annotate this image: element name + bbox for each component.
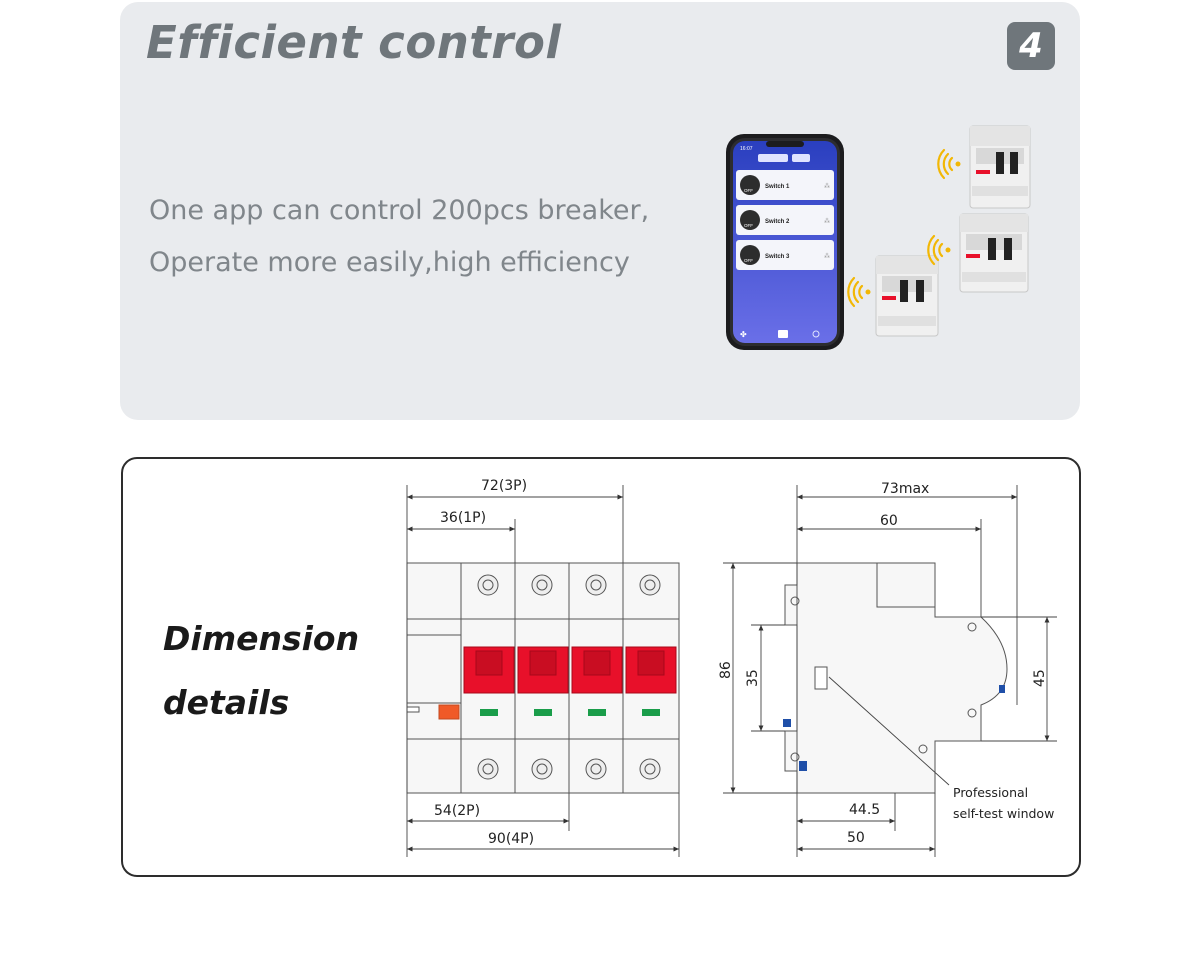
svg-text:⁂: ⁂ (824, 218, 830, 225)
dimension-details-panel: Dimension details (121, 457, 1081, 877)
step-number-badge: 4 (1007, 22, 1055, 70)
dim-label-86: 86 (718, 661, 734, 679)
wifi-signal-icon (937, 148, 961, 180)
svg-text:✤: ✤ (740, 330, 747, 339)
description-line-2: Operate more easily,high efficiency (149, 247, 630, 278)
front-view-breaker (406, 562, 680, 794)
side-view-dimension-lines (723, 485, 1057, 857)
front-view-dimension-lines (406, 485, 680, 857)
phone-switch-row-1[interactable]: OFF Switch 1 ⁂ (736, 170, 834, 200)
description-line-1: One app can control 200pcs breaker, (149, 195, 650, 226)
dim-label-60: 60 (880, 513, 898, 529)
dim-label-90-4p: 90(4P) (488, 831, 534, 847)
smartphone-image: 16:07 OFF Switch 1 ⁂ OFF Switch 2 ⁂ OFF (726, 134, 844, 350)
dim-label-73max: 73max (881, 481, 929, 497)
self-test-window-label-1: Professional (953, 785, 1028, 800)
section-title: Efficient control (146, 16, 562, 69)
efficient-control-panel: Efficient control 4 One app can control … (120, 2, 1080, 420)
dimension-title-line-2: details (163, 683, 290, 722)
smart-breaker-top (969, 125, 1031, 209)
dim-label-45: 45 (1032, 669, 1048, 687)
dimension-drawing: 72(3P) 36(1P) 54(2P) 90(4P) (406, 478, 1057, 857)
breaker-handles (463, 646, 677, 694)
dim-label-72-3p: 72(3P) (481, 478, 527, 494)
wifi-signal-icon (847, 276, 871, 308)
dim-label-44-5: 44.5 (849, 802, 880, 818)
phone-bottom-nav: ✤ (740, 330, 820, 339)
switch-3-label: Switch 3 (765, 254, 790, 260)
svg-text:⁂: ⁂ (824, 183, 830, 190)
dim-label-50: 50 (847, 830, 865, 846)
dimension-title: Dimension details (163, 607, 359, 735)
switch-2-state: OFF (744, 223, 753, 228)
phone-switch-row-3[interactable]: OFF Switch 3 ⁂ (736, 240, 834, 270)
wifi-signal-icon (927, 234, 951, 266)
switch-1-label: Switch 1 (765, 184, 790, 190)
switch-2-label: Switch 2 (765, 219, 790, 225)
terminal-screws (477, 574, 661, 780)
phone-switch-row-2[interactable]: OFF Switch 2 ⁂ (736, 205, 834, 235)
dim-label-35: 35 (745, 669, 761, 687)
dim-label-54-2p: 54(2P) (434, 803, 480, 819)
phone-time: 16:07 (740, 146, 753, 152)
svg-text:⁂: ⁂ (824, 253, 830, 260)
dimension-title-line-1: Dimension (163, 619, 360, 658)
dim-label-36-1p: 36(1P) (440, 510, 486, 526)
switch-1-state: OFF (744, 188, 753, 193)
smart-breaker-front (875, 255, 939, 337)
side-view-breaker (783, 562, 1008, 794)
status-indicators (480, 709, 660, 716)
switch-3-state: OFF (744, 258, 753, 263)
smart-breaker-middle (959, 213, 1029, 293)
feature-description: One app can control 200pcs breaker, Oper… (149, 185, 649, 289)
app-control-illustration: 16:07 OFF Switch 1 ⁂ OFF Switch 2 ⁂ OFF (726, 125, 1031, 350)
self-test-window-label-2: self-test window (953, 806, 1054, 821)
